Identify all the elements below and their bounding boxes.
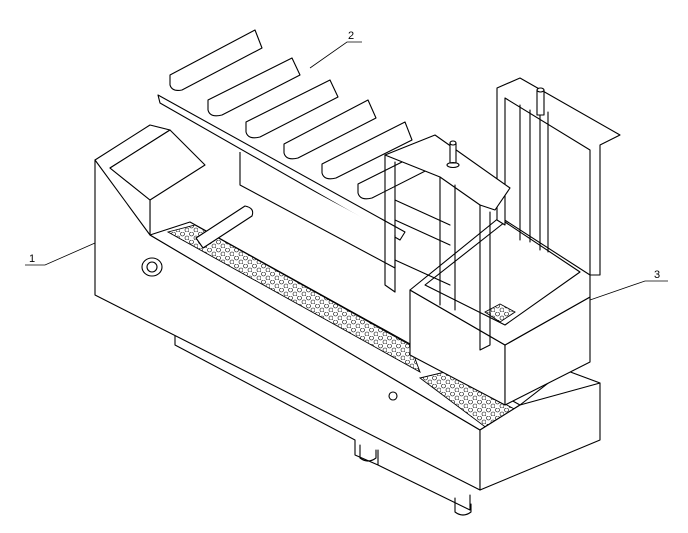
honeycomb-media-side <box>484 303 516 323</box>
rack-plate <box>283 99 377 160</box>
rack-rail-top <box>157 94 406 241</box>
side-tank-post <box>519 104 549 253</box>
side-tank-pin-icon <box>536 89 545 116</box>
callout-3: 3 <box>589 269 668 301</box>
tank-base-skirt <box>174 329 471 511</box>
lift-handle-base-icon <box>446 161 460 169</box>
lift-frame-crossbars <box>394 199 451 286</box>
lift-handle-pin-icon <box>449 142 457 164</box>
side-tank-back-frame <box>496 77 621 276</box>
rack-rail-lower <box>239 152 396 269</box>
main-tank <box>94 124 601 516</box>
rack-plate <box>207 57 301 117</box>
tank-foot-right <box>454 497 472 516</box>
plate-rack <box>157 29 511 351</box>
lift-frame-legs <box>384 154 491 351</box>
side-tank-pin-cap-icon <box>536 87 545 93</box>
trough-rod <box>195 205 254 249</box>
callout-label-3: 3 <box>654 269 660 281</box>
drain-hole-icon <box>388 391 398 401</box>
tank-right-end-edge <box>519 382 601 406</box>
rack-plate <box>245 79 339 139</box>
inlet-pipe-bore-icon <box>146 261 158 273</box>
inlet-pipe-icon <box>141 257 163 277</box>
callout-label-1: 1 <box>29 253 35 265</box>
lift-handle-cap-icon <box>449 140 457 146</box>
callout-2: 2 <box>309 30 362 69</box>
rack-plate <box>169 29 263 91</box>
side-tank-inner <box>424 221 581 326</box>
tank-left-inner-wall <box>109 129 206 201</box>
rack-plate <box>321 121 413 180</box>
tank-foot-left <box>359 444 377 462</box>
callout-label-2: 2 <box>348 30 354 42</box>
callout-1: 1 <box>25 242 96 266</box>
rack-plates <box>169 29 448 200</box>
side-tank <box>409 77 621 406</box>
